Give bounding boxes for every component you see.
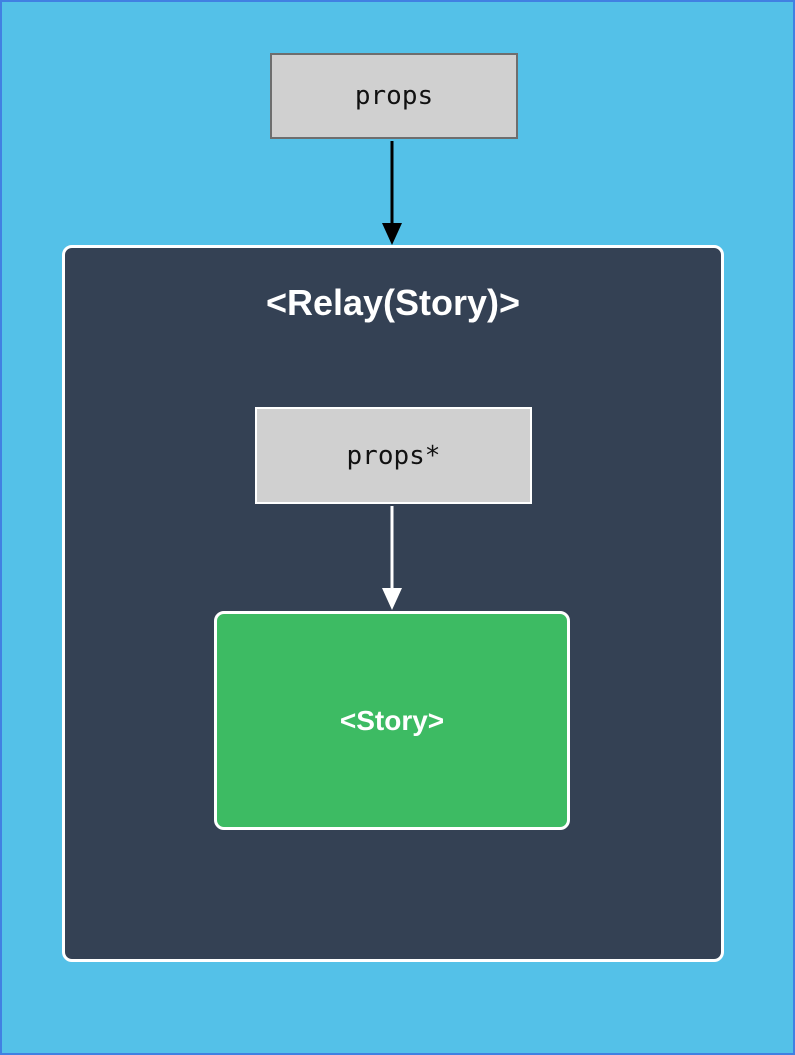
relay-container-title: <Relay(Story)> <box>265 282 521 323</box>
inner-props-box: props* <box>255 407 532 504</box>
props-star-to-story-arrow <box>380 506 404 610</box>
outer-props-box: props <box>270 53 518 139</box>
props-to-relay-arrowhead-icon <box>382 223 402 245</box>
props-star-to-story-arrowhead-icon <box>382 588 402 610</box>
props-star-to-story-arrow-shaft <box>390 506 394 588</box>
story-box: <Story> <box>214 611 570 830</box>
props-to-relay-arrow-shaft <box>390 141 394 223</box>
outer-props-label: props <box>354 81 434 111</box>
story-label: <Story> <box>339 704 445 736</box>
inner-props-label: props* <box>346 440 441 471</box>
props-to-relay-arrow <box>380 141 404 245</box>
